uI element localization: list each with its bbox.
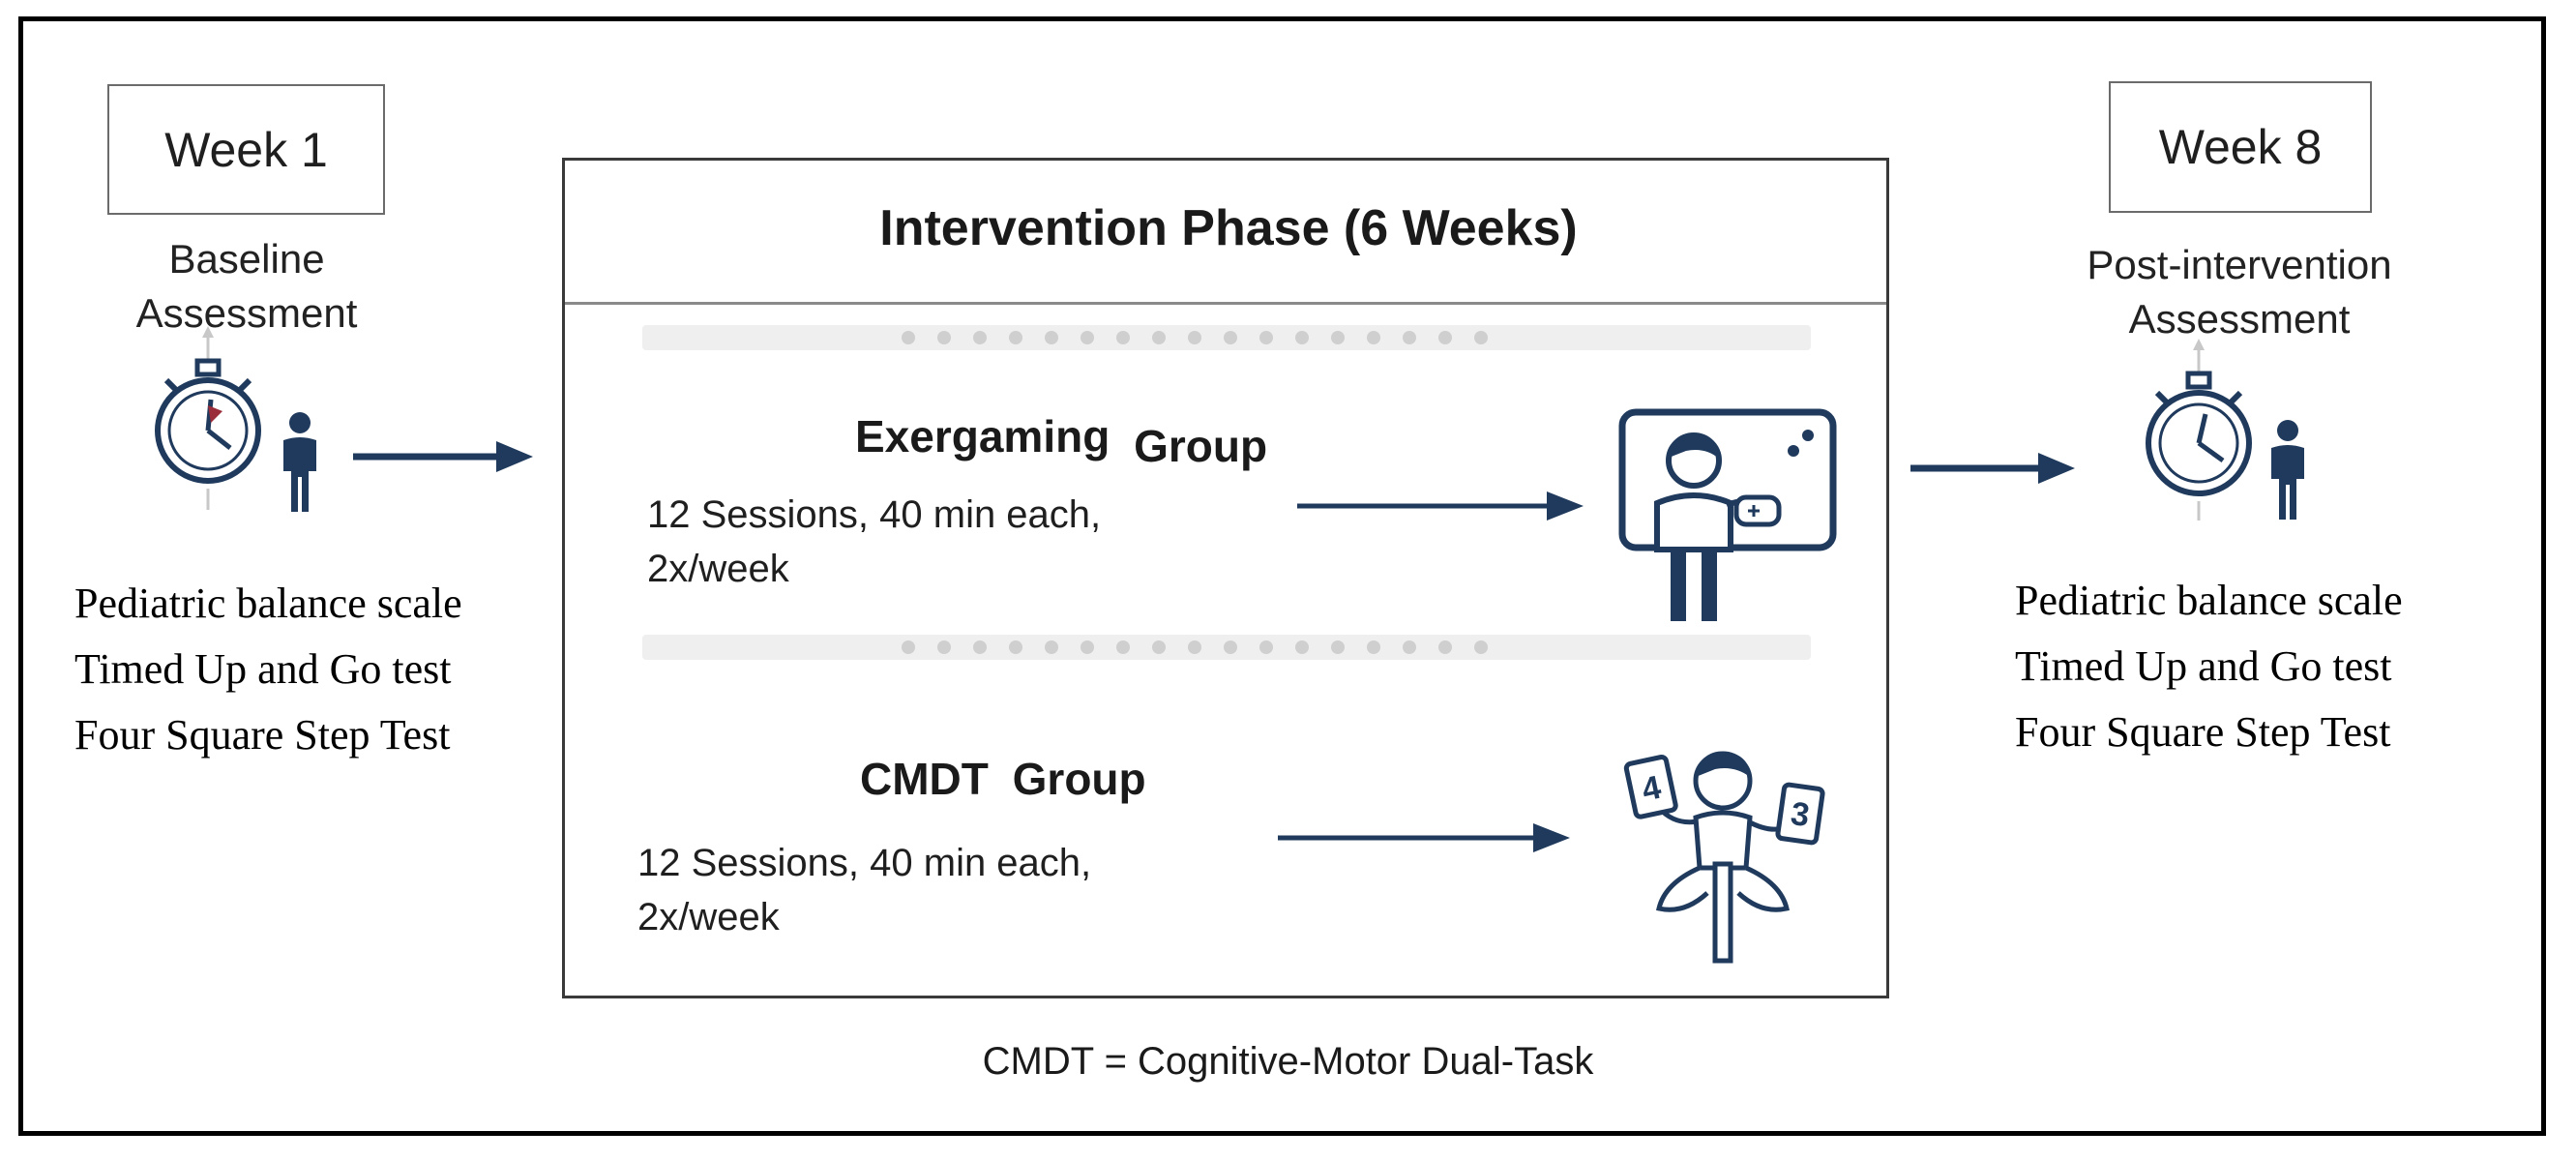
footnote: CMDT = Cognitive-Motor Dual-Task <box>982 1040 1594 1083</box>
separator-band <box>642 325 1811 350</box>
arrow-to-intervention <box>353 441 533 472</box>
cmdt-child-icon: 4 3 <box>1623 751 1825 964</box>
separator-dot <box>1009 331 1022 344</box>
separator-dot <box>1224 640 1237 654</box>
separator-dot <box>1438 640 1452 654</box>
separator-dot <box>1403 331 1416 344</box>
post-intervention-caption: Post-intervention Assessment <box>2087 242 2392 342</box>
separator-dot <box>1403 640 1416 654</box>
week-1-box: Week 1 <box>107 84 385 215</box>
separator-dot <box>973 331 987 344</box>
test-item: Pediatric balance scale <box>2015 577 2403 624</box>
separator-dot <box>1295 640 1309 654</box>
separator-dot <box>1331 640 1345 654</box>
baseline-tests: Pediatric balance scale Timed Up and Go … <box>74 571 462 768</box>
separator-band <box>642 635 1811 660</box>
separator-dots <box>902 331 1488 344</box>
test-item: Timed Up and Go test <box>2015 642 2392 690</box>
stopwatch-icon <box>155 326 261 510</box>
week-8-label: Week 8 <box>2158 120 2323 174</box>
week-1-label: Week 1 <box>164 122 328 177</box>
separator-dot <box>1224 331 1237 344</box>
separator-dot <box>1259 640 1273 654</box>
arrow-to-post-assessment <box>1910 453 2075 484</box>
separator-dot <box>1009 640 1022 654</box>
separator-dot <box>1188 331 1201 344</box>
child-icon <box>283 412 316 512</box>
separator-dot <box>1045 640 1058 654</box>
phase-divider <box>565 302 1886 305</box>
arrow-to-cmdt-icon <box>1278 823 1570 852</box>
exergaming-child-icon <box>1618 408 1837 621</box>
separator-dot <box>1188 640 1201 654</box>
separator-dot <box>1116 640 1130 654</box>
arrow-to-exergaming-icon <box>1297 491 1584 521</box>
test-item: Pediatric balance scale <box>74 580 462 627</box>
separator-dot <box>1081 640 1094 654</box>
child-icon <box>2271 420 2304 520</box>
separator-dot <box>1152 331 1166 344</box>
separator-dot <box>1474 640 1488 654</box>
separator-dot <box>1438 331 1452 344</box>
post-tests: Pediatric balance scale Timed Up and Go … <box>2015 568 2403 765</box>
separator-dot <box>1152 640 1166 654</box>
exergaming-sessions: 12 Sessions, 40 min each, 2x/week <box>647 493 1102 590</box>
test-item: Four Square Step Test <box>2015 708 2391 756</box>
separator-dot <box>1474 331 1488 344</box>
separator-dot <box>1045 331 1058 344</box>
separator-dot <box>902 640 915 654</box>
cmdt-sessions: 12 Sessions, 40 min each, 2x/week <box>637 842 1092 938</box>
test-item: Four Square Step Test <box>74 711 451 759</box>
separator-dot <box>902 331 915 344</box>
separator-dot <box>1331 331 1345 344</box>
baseline-caption: Baseline Assessment <box>135 236 358 336</box>
outer-frame <box>18 16 2546 1136</box>
separator-dot <box>1367 331 1380 344</box>
cmdt-group-title: CMDT Group <box>860 754 1146 804</box>
separator-dot <box>937 640 951 654</box>
separator-dots <box>902 640 1488 654</box>
exergaming-group-title: Exergaming Group <box>855 411 1268 471</box>
separator-dot <box>1367 640 1380 654</box>
separator-dot <box>1081 331 1094 344</box>
separator-dot <box>1116 331 1130 344</box>
intervention-phase-box: Intervention Phase (6 Weeks) Exergaming … <box>562 158 1889 998</box>
stopwatch-icon <box>2146 339 2252 521</box>
separator-dot <box>1259 331 1273 344</box>
separator-dot <box>973 640 987 654</box>
separator-dot <box>937 331 951 344</box>
phase-title: Intervention Phase (6 Weeks) <box>879 200 1578 256</box>
separator-dot <box>1295 331 1309 344</box>
test-item: Timed Up and Go test <box>74 645 452 693</box>
week-8-box: Week 8 <box>2109 81 2372 213</box>
